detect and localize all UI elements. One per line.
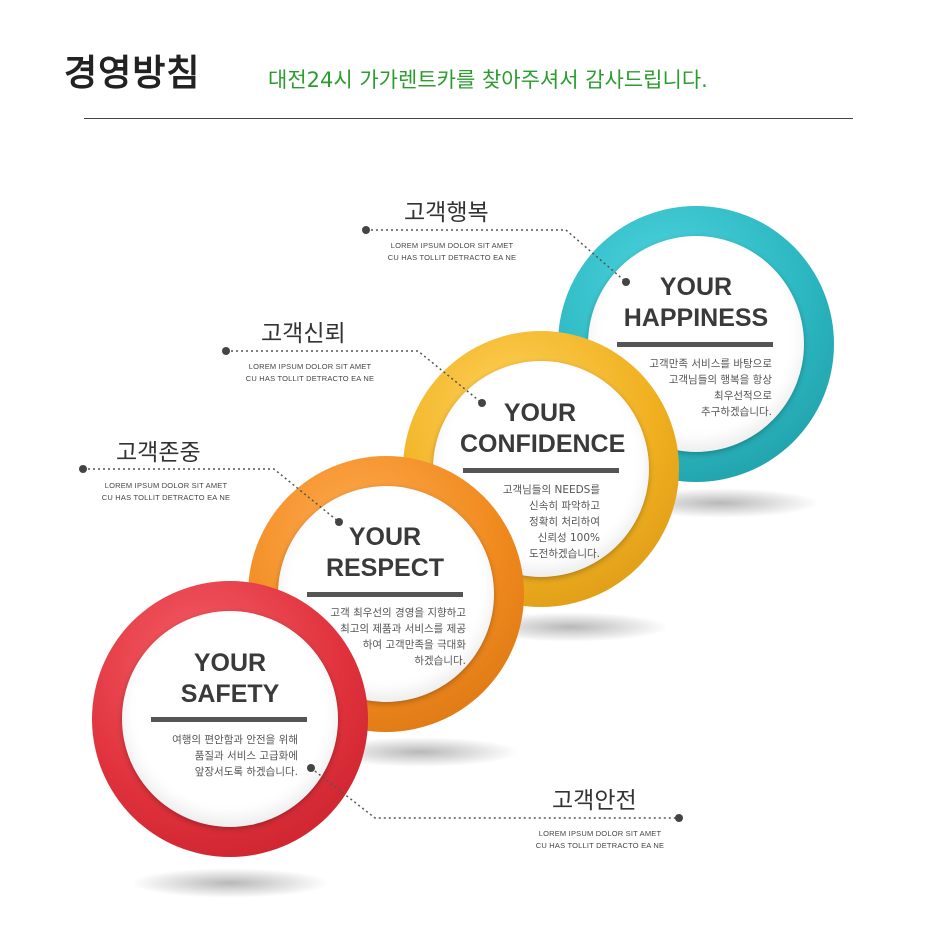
confidence-desc-line: 정확히 처리하여 [529, 516, 600, 528]
respect-desc-line: 고객 최우선의 경영을 지향하고 [330, 607, 466, 619]
happiness-title: YOUR HAPPINESS [616, 272, 776, 334]
safety-lorem-line: LOREM IPSUM DOLOR SIT AMET [538, 829, 662, 838]
confidence-desc-line: 신뢰성 100% [537, 532, 600, 544]
page-subtitle: 대전24시 가가렌트카를 찾아주셔서 감사드립니다. [268, 68, 708, 92]
header-divider [84, 118, 853, 119]
happiness-desc-line: 최우선적으로 [714, 390, 772, 402]
confidence-label: 고객신뢰 [261, 321, 346, 347]
safety-lorem-line: CU HAS TOLLIT DETRACTO EA NE [535, 841, 665, 850]
happiness-dot-outer [362, 226, 370, 234]
happiness-lorem-line: CU HAS TOLLIT DETRACTO EA NE [387, 253, 517, 262]
respect-title-line1: YOUR [348, 523, 422, 551]
confidence-lorem-line: CU HAS TOLLIT DETRACTO EA NE [245, 374, 375, 383]
happiness-connector [366, 229, 627, 283]
happiness-lorem-line: LOREM IPSUM DOLOR SIT AMET [390, 241, 514, 250]
happiness-lorem: LOREM IPSUM DOLOR SIT AMET CU HAS TOLLIT… [362, 240, 542, 264]
confidence-description: 고객님들의 NEEDS를 신속히 파악하고 정확히 처리하여 신뢰성 100% … [440, 482, 600, 562]
safety-dot-inner [307, 764, 315, 772]
happiness-desc-line: 고객만족 서비스를 바탕으로 [649, 358, 772, 370]
safety-shadow [130, 868, 330, 898]
safety-dot-outer [675, 814, 683, 822]
safety-title-line1: YOUR [193, 649, 267, 677]
respect-lorem-line: LOREM IPSUM DOLOR SIT AMET [104, 481, 228, 490]
confidence-desc-line: 도전하겠습니다. [529, 548, 600, 560]
safety-connector [310, 767, 679, 819]
happiness-dot-inner [622, 278, 630, 286]
respect-title: YOUR RESPECT [305, 522, 465, 584]
confidence-title-line1: YOUR [503, 399, 577, 427]
confidence-dot-inner [478, 399, 486, 407]
respect-title-bar [307, 592, 463, 597]
respect-desc-line: 하여 고객만족을 극대화 [362, 639, 466, 651]
respect-desc-line: 최고의 제품과 서비스를 제공 [340, 623, 466, 635]
respect-title-line2: RESPECT [325, 554, 445, 582]
confidence-title-bar [463, 468, 619, 473]
confidence-desc-line: 신속히 파악하고 [529, 500, 600, 512]
respect-desc-line: 하겠습니다. [414, 655, 466, 667]
safety-desc-line: 품질과 서비스 고급화에 [194, 750, 298, 762]
respect-dot-outer [79, 465, 87, 473]
happiness-title-line2: HAPPINESS [623, 304, 769, 332]
confidence-connector [226, 350, 483, 404]
happiness-desc-line: 고객님들의 행복을 항상 [668, 374, 772, 386]
safety-desc-line: 여행의 편안함과 안전을 위해 [172, 734, 298, 746]
confidence-desc-line: 고객님들의 NEEDS를 [502, 484, 600, 496]
safety-title: YOUR SAFETY [150, 648, 310, 710]
happiness-description: 고객만족 서비스를 바탕으로 고객님들의 행복을 항상 최우선적으로 추구하겠습… [612, 356, 772, 420]
safety-desc-line: 앞장서도록 하겠습니다. [194, 766, 298, 778]
respect-connector [83, 468, 340, 523]
happiness-desc-line: 추구하겠습니다. [701, 406, 772, 418]
safety-description: 여행의 편안함과 안전을 위해 품질과 서비스 고급화에 앞장서도록 하겠습니다… [134, 732, 298, 780]
respect-dot-inner [335, 518, 343, 526]
safety-title-line2: SAFETY [180, 680, 280, 708]
respect-description: 고객 최우선의 경영을 지향하고 최고의 제품과 서비스를 제공 하여 고객만족… [290, 605, 466, 669]
page-title: 경영방침 [64, 53, 201, 94]
confidence-lorem-line: LOREM IPSUM DOLOR SIT AMET [248, 362, 372, 371]
respect-lorem-line: CU HAS TOLLIT DETRACTO EA NE [101, 493, 231, 502]
safety-label: 고객안전 [552, 788, 637, 814]
safety-title-bar [151, 717, 307, 722]
happiness-label: 고객행복 [404, 200, 489, 226]
confidence-title-line2: CONFIDENCE [460, 430, 626, 458]
confidence-lorem: LOREM IPSUM DOLOR SIT AMET CU HAS TOLLIT… [220, 361, 400, 385]
confidence-title: YOUR CONFIDENCE [460, 398, 626, 460]
happiness-title-line1: YOUR [659, 273, 733, 301]
respect-label: 고객존중 [116, 440, 201, 466]
respect-lorem: LOREM IPSUM DOLOR SIT AMET CU HAS TOLLIT… [76, 480, 256, 504]
happiness-title-bar [617, 342, 773, 347]
confidence-dot-outer [222, 347, 230, 355]
safety-lorem: LOREM IPSUM DOLOR SIT AMET CU HAS TOLLIT… [510, 828, 690, 852]
